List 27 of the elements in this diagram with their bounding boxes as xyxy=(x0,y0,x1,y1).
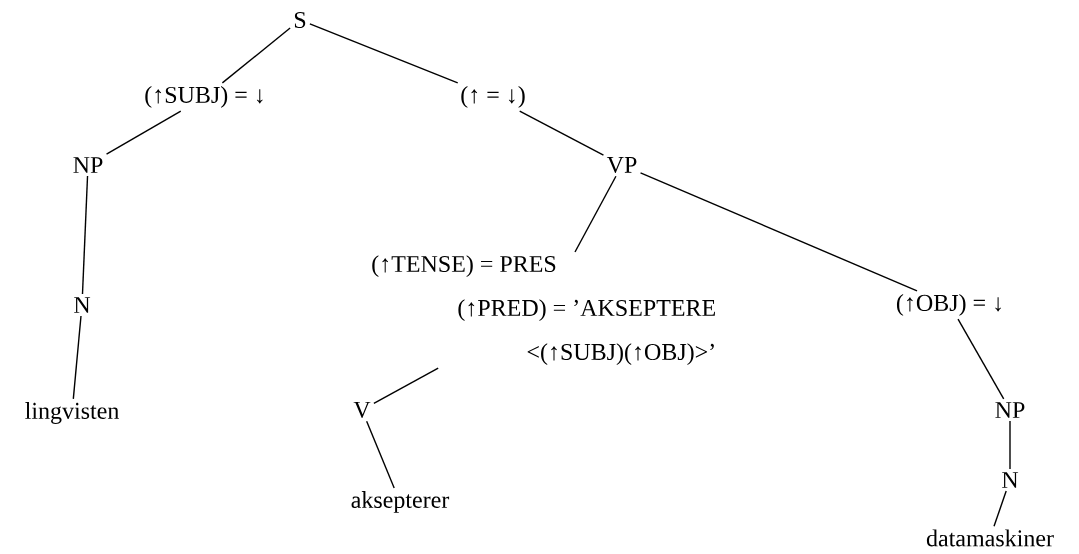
tree-label: N xyxy=(1002,472,1019,488)
tree-label: S xyxy=(294,11,306,29)
tree-word: aksepterer xyxy=(351,491,450,513)
annotation-text: (↑TENSE) = PRES (↑PRED) = ’AKSEPTERE <(↑SUBJ)(↑OBJ)>’ xyxy=(372,255,715,365)
tree-label: (↑SUBJ) = ↓ xyxy=(145,86,263,108)
tree-label: (↑ = ↓) xyxy=(461,86,525,108)
tree-word: lingvisten xyxy=(25,402,119,424)
tree-label: NP xyxy=(73,157,103,173)
tree-branch xyxy=(81,175,89,295)
tree-label: V xyxy=(353,401,371,418)
tree-label: (↑OBJ) = ↓ xyxy=(896,294,1001,316)
tree-word: datamaskiner xyxy=(926,529,1054,547)
tree-branch xyxy=(574,175,617,253)
tree-branch xyxy=(221,27,291,84)
tree-branch xyxy=(373,367,439,405)
tree-branch xyxy=(519,110,605,156)
tree-branch xyxy=(639,172,918,292)
tree-branch xyxy=(957,318,1005,400)
tree-branch xyxy=(72,315,82,400)
tree-branch xyxy=(309,23,459,84)
tree-label: VP xyxy=(606,156,637,174)
tree-branch xyxy=(1009,420,1011,470)
tree-branch xyxy=(365,420,395,489)
tree-branch xyxy=(993,490,1007,528)
tree-label: N xyxy=(74,297,91,313)
tree-label: NP xyxy=(995,402,1025,418)
tree-branch xyxy=(105,110,182,155)
